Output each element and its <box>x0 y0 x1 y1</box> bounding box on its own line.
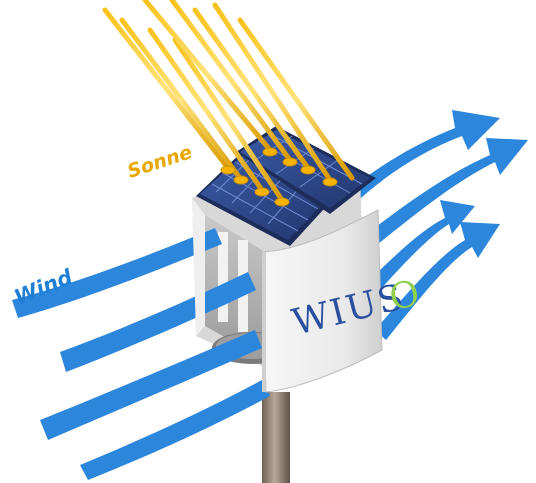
wind-arrow-icon <box>40 330 262 440</box>
wind-arrow-icon <box>60 272 256 372</box>
sun-ray-icon <box>102 0 355 203</box>
sun-label: Sonne <box>125 141 195 183</box>
wind-arrow-icon <box>330 110 500 214</box>
pole <box>262 392 290 483</box>
turbine-housing-front <box>192 198 383 393</box>
wind-arrow-icon <box>370 200 475 290</box>
wind-arrow-icon <box>80 380 270 480</box>
wind-arrow-icon <box>12 228 222 318</box>
wind-arrow-icon <box>365 138 528 244</box>
sun-ray-impact-dots <box>220 147 338 207</box>
wind-arrow-icon <box>375 222 500 340</box>
